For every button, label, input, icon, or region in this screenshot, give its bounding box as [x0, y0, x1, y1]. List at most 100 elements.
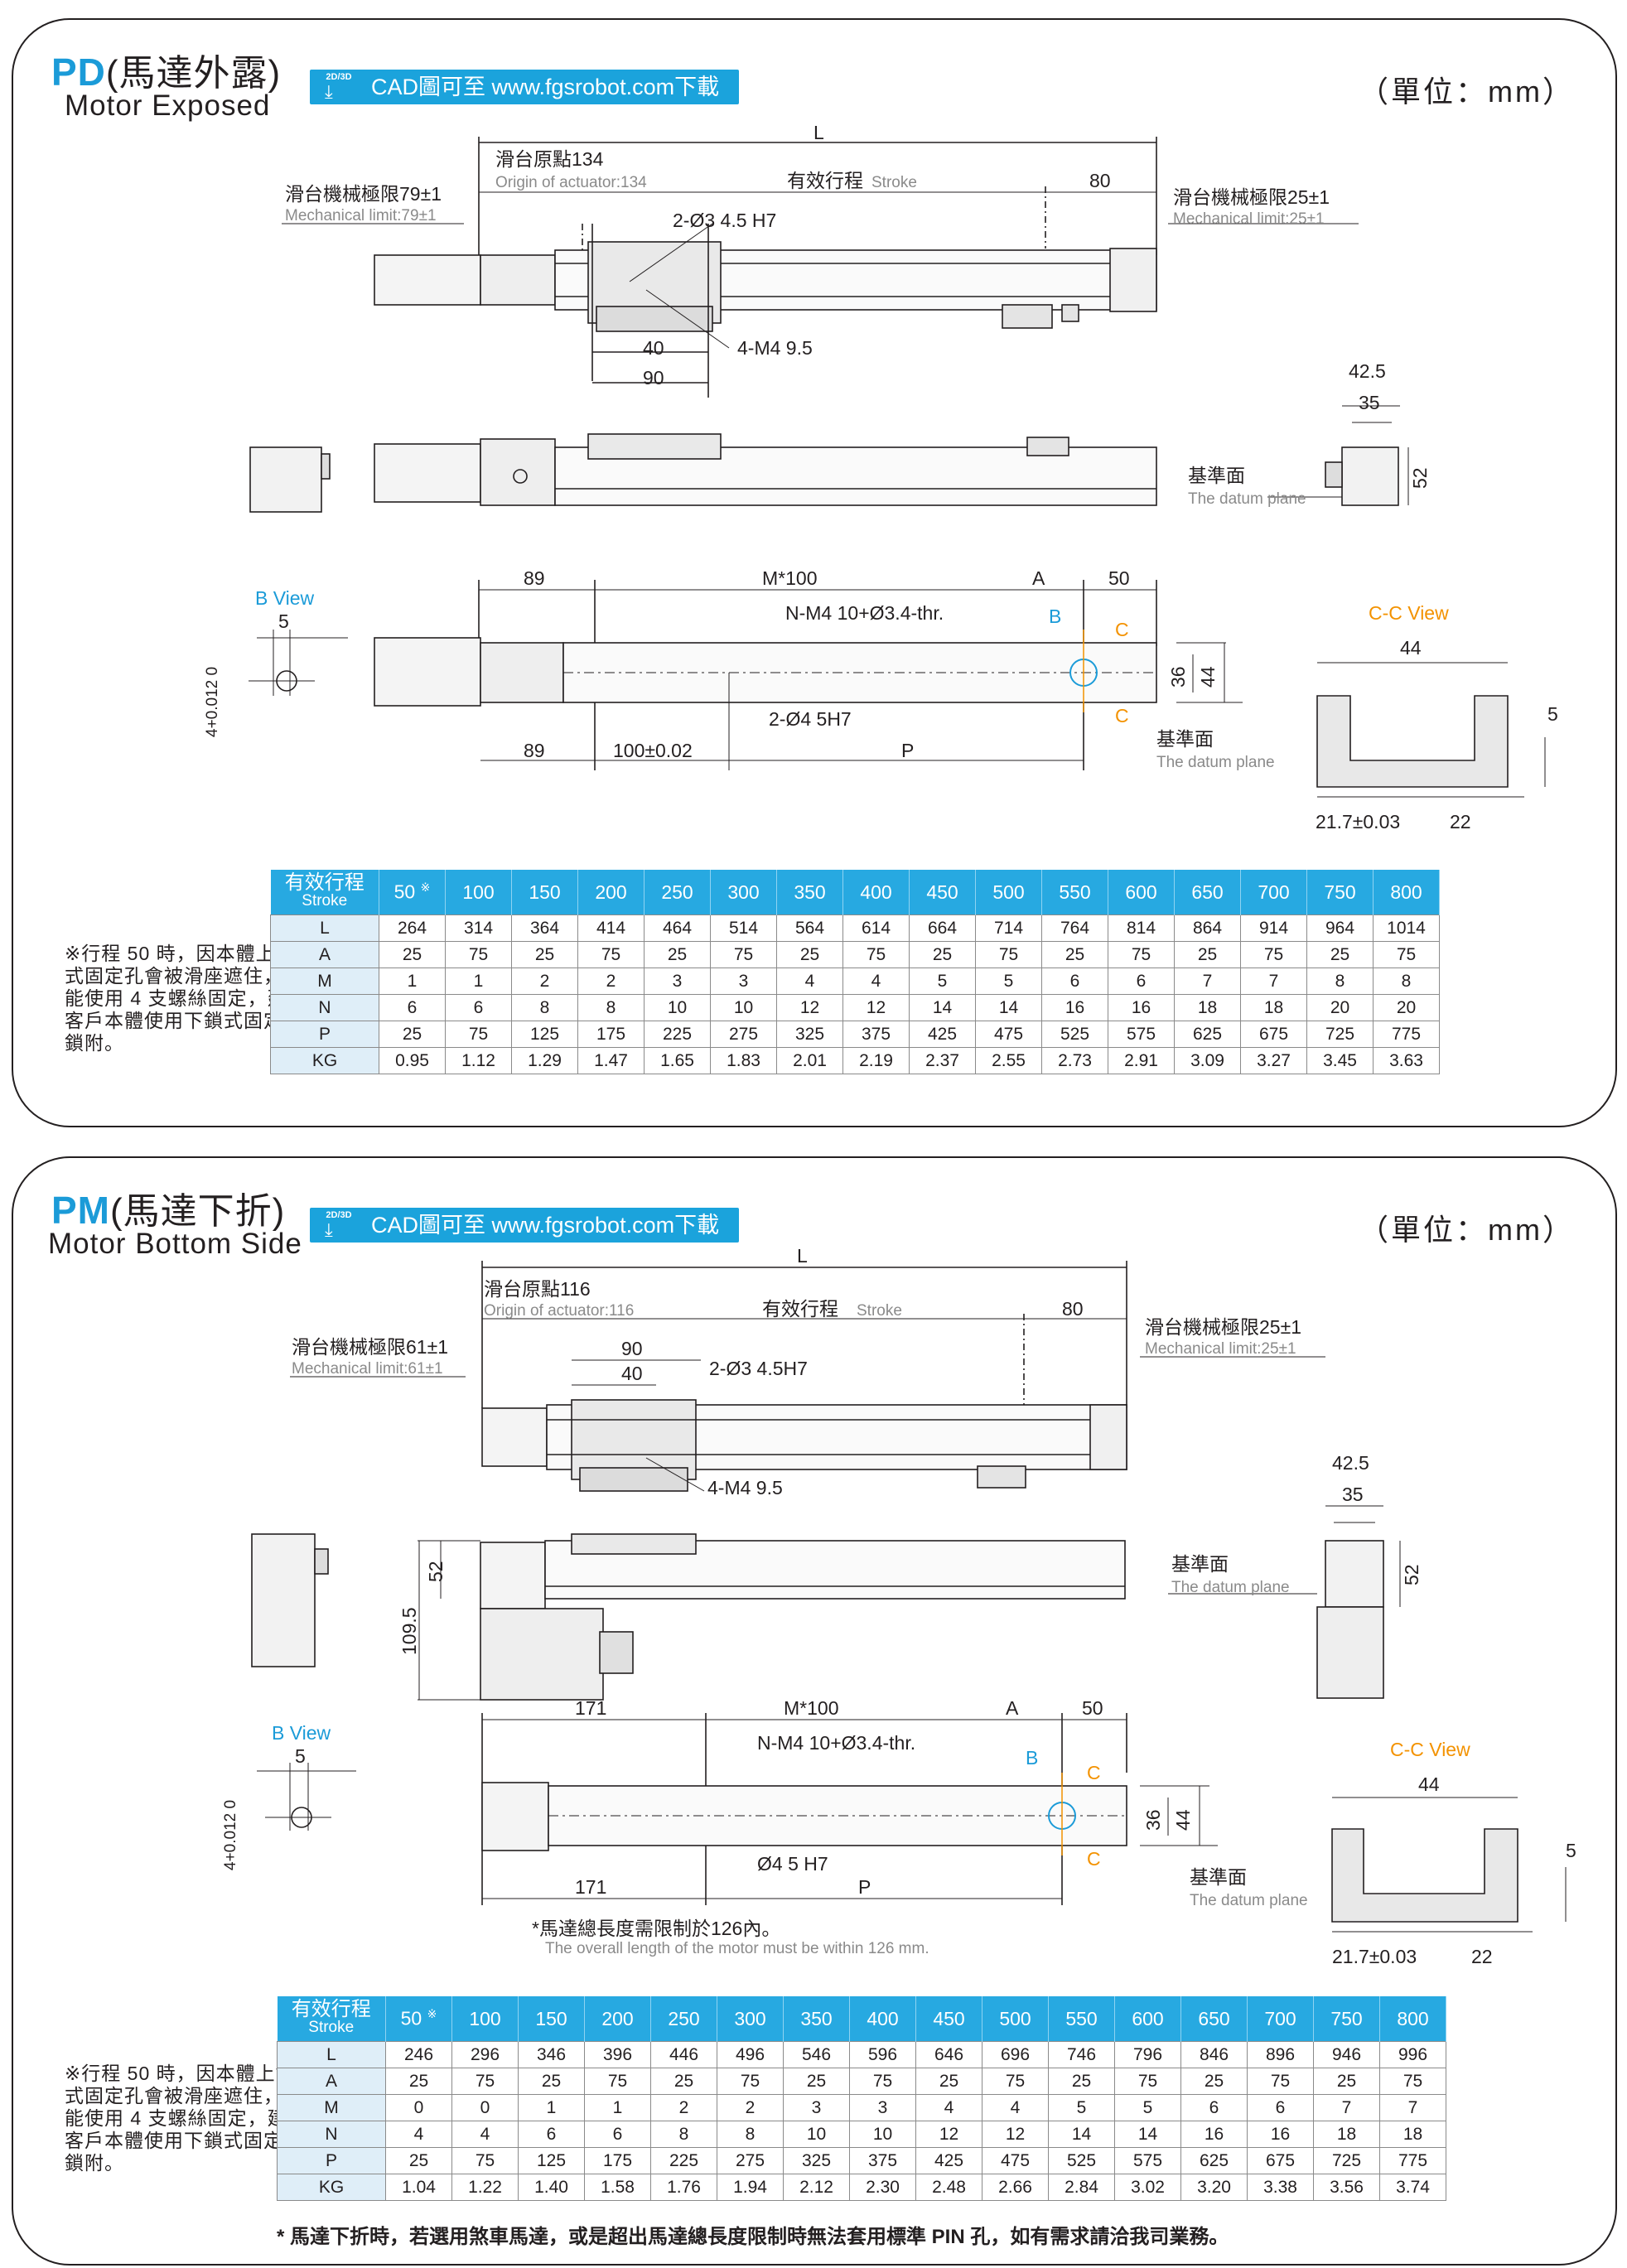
table-cell: 25 [915, 2068, 982, 2095]
table-cell: 364 [511, 914, 578, 942]
table-cell: 125 [518, 2147, 585, 2174]
table-cell: 564 [776, 914, 843, 942]
table-row-label: KG [277, 2174, 386, 2201]
table-cell: 1 [584, 2094, 651, 2121]
pd-cad-link[interactable]: 2D/3D ⤓ CAD圖可至 www.fgsrobot.com下載 [310, 70, 740, 104]
pd-ccview: C-C View [1369, 602, 1449, 624]
pm-footnote: * 馬達下折時，若選用煞車馬達，或是超出馬達總長度限制時無法套用標準 PIN 孔… [277, 2226, 1229, 2248]
pm-unit: （單位：mm） [1359, 1213, 1575, 1247]
table-cell: 246 [385, 2041, 452, 2068]
pm-bview: B View [272, 1722, 331, 1744]
table-cell: 6 [1041, 968, 1108, 995]
table-cell: 1.12 [445, 1047, 512, 1074]
table-cell: 14 [975, 994, 1042, 1021]
table-col-header: 550 [1041, 870, 1108, 915]
table-cell: 525 [1041, 1021, 1108, 1048]
table-cell: 75 [849, 2068, 916, 2095]
table-cell: 10 [783, 2121, 850, 2148]
pd-cad-text: CAD圖可至 www.fgsrobot.com下載 [371, 75, 720, 99]
table-cell: 75 [842, 941, 910, 968]
table-cell: 3.09 [1174, 1047, 1241, 1074]
table-cell: 2.55 [975, 1047, 1042, 1074]
table-cell: 75 [445, 941, 512, 968]
table-cell: 3 [849, 2094, 916, 2121]
table-row-label: A [270, 941, 379, 968]
pd-cc-21-7: 21.7±0.03 [1316, 811, 1400, 832]
pm-mech-left-zh: 滑台機械極限61±1 [292, 1336, 448, 1358]
pm-datum-en: The datum plane [1171, 1579, 1290, 1596]
pd-nm4: N-M4 10+Ø3.4-thr. [785, 602, 944, 624]
pd-tol: 4+0.012 0 [204, 667, 221, 737]
table-cell: 175 [584, 2147, 651, 2174]
table-cell: 225 [644, 1021, 711, 1048]
table-cell: 25 [1306, 941, 1374, 968]
table-col-header: 250 [650, 1996, 717, 2042]
table-cell: 7 [1240, 968, 1307, 995]
pd-dim-90: 90 [643, 367, 664, 388]
table-cell: 14 [909, 994, 976, 1021]
pd-dim-36: 36 [1167, 666, 1189, 688]
table-cell: 575 [1108, 1021, 1175, 1048]
table-cell: 896 [1247, 2041, 1314, 2068]
table-cell: 8 [650, 2121, 717, 2148]
pd-datum-zh: 基準面 [1188, 465, 1245, 486]
table-cell: 1.40 [518, 2174, 585, 2201]
table-cell: 25 [385, 2068, 452, 2095]
pm-origin-zh: 滑台原點116 [484, 1278, 591, 1300]
pd-mech-left-zh: 滑台機械極限79±1 [285, 183, 442, 205]
pm-dim-P: P [858, 1876, 871, 1898]
table-cell: 7 [1313, 2094, 1380, 2121]
table-cell: 4 [915, 2094, 982, 2121]
table-cell: 75 [975, 941, 1042, 968]
table-cell: 14 [1048, 2121, 1115, 2148]
table-cell: 8 [511, 994, 578, 1021]
pd-dim-44: 44 [1197, 666, 1219, 688]
table-cell: 1 [379, 968, 446, 995]
table-cell: 1.65 [644, 1047, 711, 1074]
pm-cad-link[interactable]: 2D/3D ⤓ CAD圖可至 www.fgsrobot.com下載 [310, 1208, 740, 1243]
pm-dim-L: L [797, 1245, 808, 1267]
table-cell: 7 [1174, 968, 1241, 995]
table-cell: 475 [982, 2147, 1049, 2174]
download-icon: ⤓ [325, 1219, 333, 1240]
table-cell: 764 [1041, 914, 1108, 942]
table-cell: 6 [445, 994, 512, 1021]
table-cell: 3.38 [1247, 2174, 1314, 2201]
pm-mech-right-zh: 滑台機械極限25±1 [1145, 1316, 1301, 1338]
pm-mech-left-en: Mechanical limit:61±1 [292, 1360, 443, 1378]
pm-cc-21-7: 21.7±0.03 [1332, 1946, 1417, 1967]
pd-dim-L: L [814, 122, 824, 143]
table-cell: 4 [842, 968, 910, 995]
table-cell: 346 [518, 2041, 585, 2068]
pm-bview-5: 5 [295, 1745, 306, 1767]
table-cell: 2.48 [915, 2174, 982, 2201]
table-cell: 75 [710, 941, 777, 968]
table-cell: 25 [776, 941, 843, 968]
pd-bview-5: 5 [278, 610, 289, 632]
pd-stroke-zh: 有效行程 [787, 170, 863, 191]
table-cell: 1.58 [584, 2174, 651, 2201]
pd-datum2-en: The datum plane [1156, 754, 1275, 771]
table-cell: 8 [1306, 968, 1374, 995]
table-cell: 2.91 [1108, 1047, 1175, 1074]
table-cell: 675 [1240, 1021, 1307, 1048]
pm-m100: M*100 [784, 1697, 838, 1719]
table-cell: 75 [717, 2068, 784, 2095]
table-cell: 0 [451, 2094, 519, 2121]
table-cell: 2 [511, 968, 578, 995]
pm-dim-50: 50 [1082, 1697, 1103, 1719]
table-col-header: 450 [909, 870, 976, 915]
table-cell: 625 [1180, 2147, 1248, 2174]
pd-dim-50: 50 [1108, 567, 1130, 589]
table-cell: 2 [650, 2094, 717, 2121]
table-cell: 775 [1379, 2147, 1446, 2174]
pm-hole1: 2-Ø3 4.5H7 [709, 1358, 808, 1379]
table-cell: 725 [1313, 2147, 1380, 2174]
